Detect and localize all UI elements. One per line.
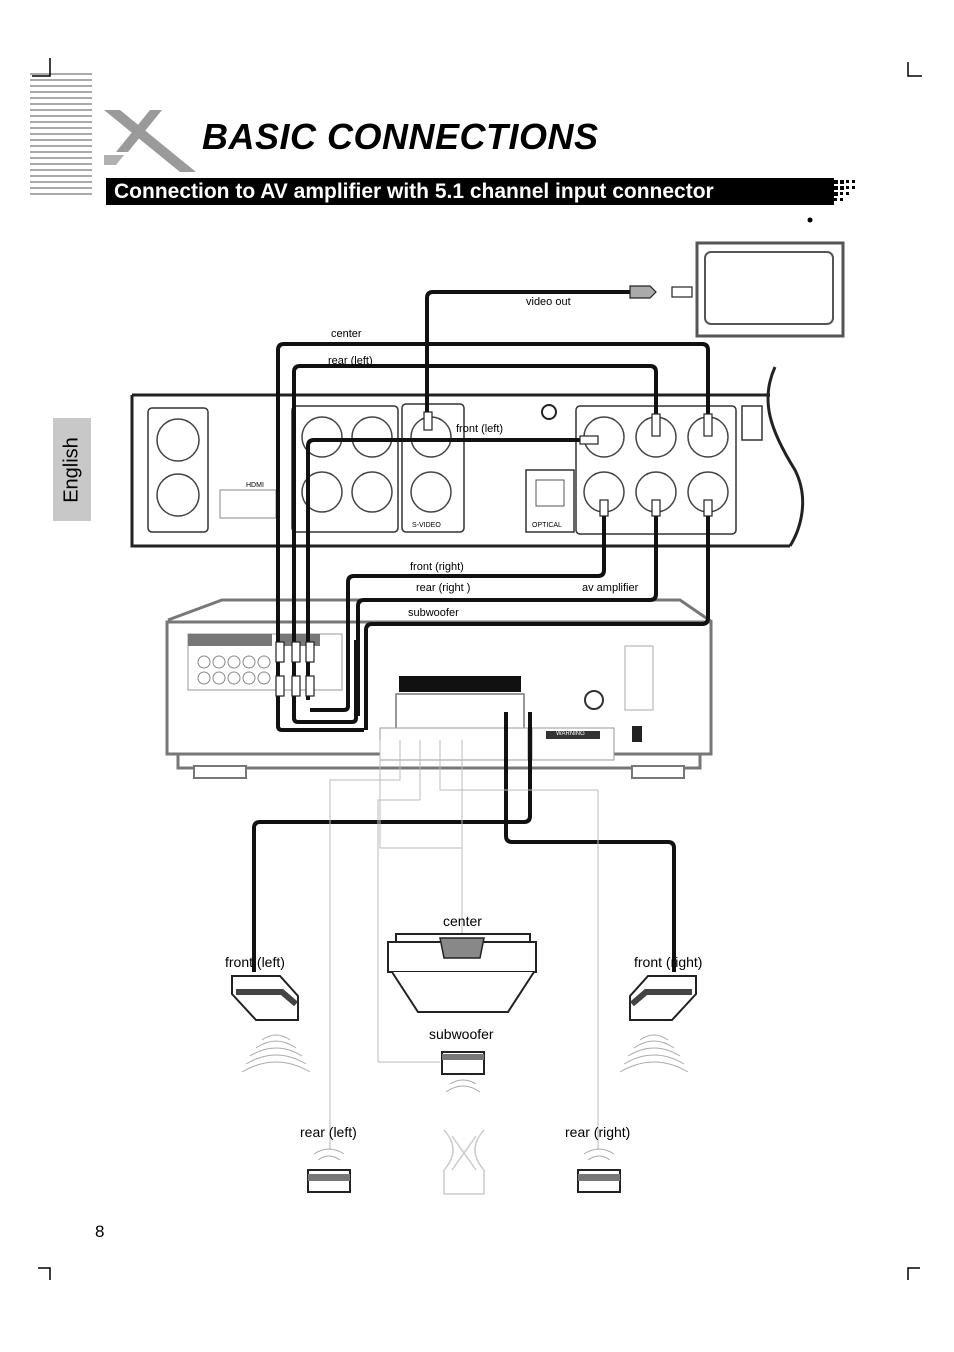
rear-right-cable-label: rear (right ) [416,582,471,594]
video-out-label: video out [526,296,571,308]
dvd-player-rear-panel-icon [130,366,805,548]
optical-port-label: OPTICAL [532,522,562,529]
header: BASIC CONNECTIONS Connection to AV ampli… [0,0,954,210]
front-left-cable-label: front (left) [456,423,504,435]
rear-left-cable-label: rear (left) [328,355,373,367]
rca-plugs [275,285,713,697]
page-title: BASIC CONNECTIONS [202,116,599,157]
rear-left-speaker-icon [307,1148,351,1193]
tv-icon [695,217,845,338]
subwoofer-speaker-icon [441,1051,485,1195]
front-right-speaker-icon [619,975,697,1073]
subwoofer-speaker-label: subwoofer [429,1026,494,1042]
banner-dotted-tail [834,180,855,201]
subwoofer-cable-label: subwoofer [408,607,459,619]
striped-margin-block [30,70,92,200]
front-left-speaker-label: front (left) [225,954,285,970]
front-left-speaker-icon [231,975,311,1073]
crop-marks [32,58,922,77]
language-tab: English [53,418,91,521]
thin-wires [329,740,599,1150]
brand-x-logo [104,110,196,172]
page-number: 8 [95,1222,105,1241]
front-right-cable-label: front (right) [410,561,464,573]
connection-diagram: HDMI S-VIDEO OPTICAL WARNING video out c… [0,210,954,1210]
center-cable-label: center [331,328,362,340]
warning-label: WARNING [556,731,585,737]
center-speaker-label: center [443,913,482,929]
section-banner: Connection to AV amplifier with 5.1 chan… [106,178,834,205]
front-right-speaker-label: front (right) [634,954,703,970]
s-video-port-label: S-VIDEO [412,522,441,529]
av-amplifier-label: av amplifier [582,582,639,594]
header-decoration [30,58,922,201]
rear-right-speaker-label: rear (right) [565,1124,631,1140]
connection-diagram-graphic [130,217,845,1195]
rear-left-speaker-label: rear (left) [300,1124,357,1140]
center-speaker-icon [387,933,537,1013]
hdmi-port-label: HDMI [246,482,264,489]
rear-right-speaker-icon [577,1148,621,1193]
cables [252,290,710,972]
av-amplifier-icon [165,598,713,779]
